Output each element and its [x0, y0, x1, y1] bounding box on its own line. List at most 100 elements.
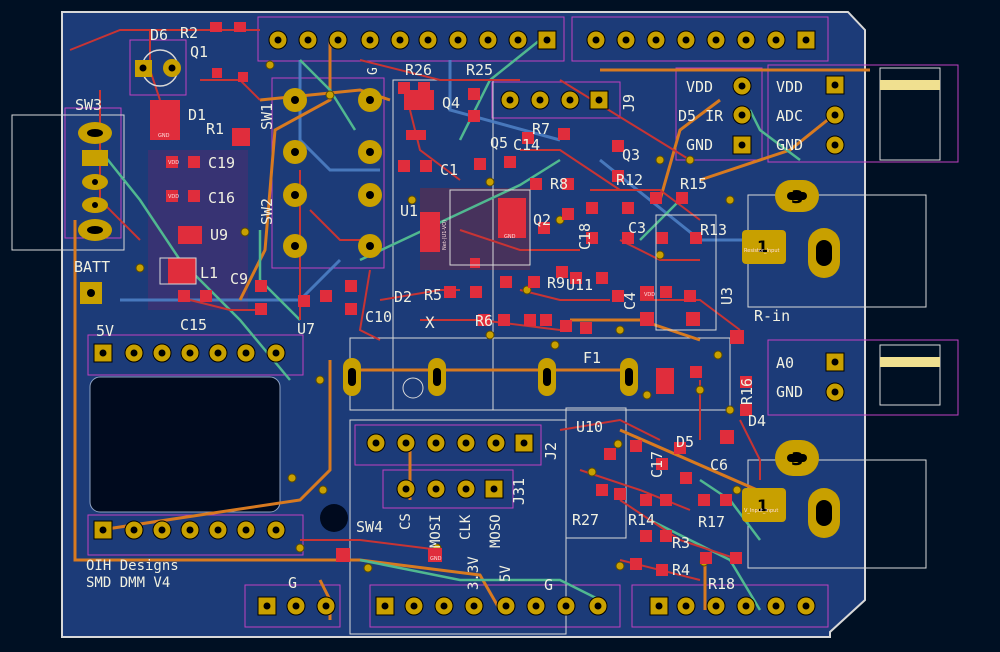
jack-pin-numbers: 3 1 2 3 1 2: [757, 187, 829, 526]
header-j9[interactable]: [500, 90, 609, 110]
pad-vdd-c19: VDD: [168, 160, 179, 166]
label-g-top: G: [366, 67, 381, 75]
label-c15: C15: [180, 316, 207, 334]
switch-sw3-pads[interactable]: [78, 122, 112, 241]
label-5v: 5V: [96, 322, 114, 340]
pad-gnd-q2: GND: [504, 234, 516, 240]
board-title-line2: SMD DMM V4: [86, 575, 170, 591]
label-d1: D1: [188, 106, 206, 124]
label-c18: C18: [576, 223, 594, 250]
label-r27: R27: [572, 511, 599, 529]
label-l1: L1: [200, 264, 218, 282]
label-f1: F1: [583, 349, 601, 367]
header-top-left[interactable]: [268, 30, 557, 50]
label-c10: C10: [365, 308, 392, 326]
pad-u1-net: Net-(U1-VO): [442, 220, 448, 250]
jack2-pin1: 1: [757, 496, 768, 515]
pad-resistor-input: Resistor_Input: [744, 248, 779, 254]
label-r17: R17: [698, 513, 725, 531]
label-r25: R25: [466, 61, 493, 79]
label-d6: D6: [150, 26, 168, 44]
label-d2: D2: [394, 288, 412, 306]
label-d5-ir: D5 IR: [678, 107, 724, 125]
label-a0: A0: [776, 354, 794, 372]
label-r14: R14: [628, 511, 655, 529]
label-r7: R7: [532, 120, 550, 138]
label-r12: R12: [616, 171, 643, 189]
label-u7: U7: [297, 320, 315, 338]
label-u11: U11: [566, 276, 593, 294]
pad-net-labels: GND VDD VDD Net-(U1-VO) GND Resistor_Inp…: [158, 133, 779, 562]
header-j31[interactable]: [396, 479, 504, 499]
label-r13: R13: [700, 221, 727, 239]
header-adc-right-angle[interactable]: [825, 75, 940, 155]
label-cs: CS: [398, 513, 414, 530]
header-bottom-mid[interactable]: [375, 596, 608, 616]
label-r18: R18: [708, 575, 735, 593]
jack1-pin1: 1: [757, 237, 768, 256]
jack1-pin3: 3: [791, 187, 804, 208]
label-vdd-left: VDD: [686, 78, 713, 96]
header-bottom-right[interactable]: [649, 596, 816, 616]
label-c17: C17: [648, 451, 666, 478]
label-u3: U3: [718, 287, 736, 305]
jack2-pin2: 2: [818, 507, 829, 526]
u3-body: [655, 214, 717, 331]
pad-vdd-c16: VDD: [168, 194, 179, 200]
switch-sw1-pads[interactable]: [283, 88, 382, 164]
label-clk: CLK: [458, 514, 474, 540]
label-gnd-right: GND: [776, 136, 803, 154]
label-gnd-a0: GND: [776, 383, 803, 401]
header-j2[interactable]: [366, 433, 534, 453]
smd-pad-layer: [150, 22, 752, 576]
label-vdd-right: VDD: [776, 78, 803, 96]
board-title-line1: OIH Designs: [86, 558, 179, 574]
header-bottom-left[interactable]: [257, 596, 336, 616]
display-header-bottom[interactable]: [93, 520, 286, 540]
label-sw4: SW4: [356, 518, 383, 536]
pad-vdd-u3: VDD: [644, 292, 655, 298]
batt-pad[interactable]: [80, 282, 102, 304]
label-q1: Q1: [190, 43, 208, 61]
u1-body: [449, 189, 531, 266]
label-j31: J31: [510, 478, 528, 505]
label-r4: R4: [672, 561, 690, 579]
display-cutout: [89, 376, 281, 513]
header-top-right[interactable]: [586, 30, 816, 50]
label-adc: ADC: [776, 107, 803, 125]
display-header-top[interactable]: [93, 343, 286, 363]
label-q5: Q5: [490, 134, 508, 152]
l1-body: [159, 257, 197, 285]
label-r6: R6: [475, 312, 493, 330]
label-x: X: [425, 313, 435, 332]
label-c1: C1: [440, 161, 458, 179]
switch-holes: [291, 96, 374, 250]
jack-holes: [787, 192, 832, 526]
label-r26: R26: [405, 61, 432, 79]
label-g-bottom-mid: G: [544, 576, 553, 594]
label-moso: MOSO: [488, 514, 504, 548]
label-d5: D5: [676, 433, 694, 451]
label-3v3: 3.3V: [466, 556, 482, 590]
label-u9: U9: [210, 226, 228, 244]
header-ir-sensor[interactable]: [732, 76, 752, 155]
label-r3: R3: [672, 534, 690, 552]
jack2-pin3: 3: [791, 449, 804, 470]
label-j2: J2: [542, 442, 560, 460]
label-c14: C14: [513, 136, 540, 154]
header-a0-right-angle[interactable]: [825, 352, 940, 402]
label-u1: U1: [400, 202, 418, 220]
silkscreen-labels: D6 R2 Q1 R26 R25 G SW3 D1 R1 SW1 Q4 J9 C…: [74, 24, 803, 594]
label-c3: C3: [628, 219, 646, 237]
label-r8: R8: [550, 175, 568, 193]
label-c9: C9: [230, 270, 248, 288]
label-c19: C19: [208, 154, 235, 172]
pad-gnd-sw4: GND: [430, 556, 442, 562]
label-c4: C4: [621, 292, 639, 310]
label-gnd-left: GND: [686, 136, 713, 154]
label-r5: R5: [424, 286, 442, 304]
label-q3: Q3: [622, 146, 640, 164]
label-r-in: R-in: [754, 307, 790, 325]
pad-gnd-d1: GND: [158, 133, 170, 139]
